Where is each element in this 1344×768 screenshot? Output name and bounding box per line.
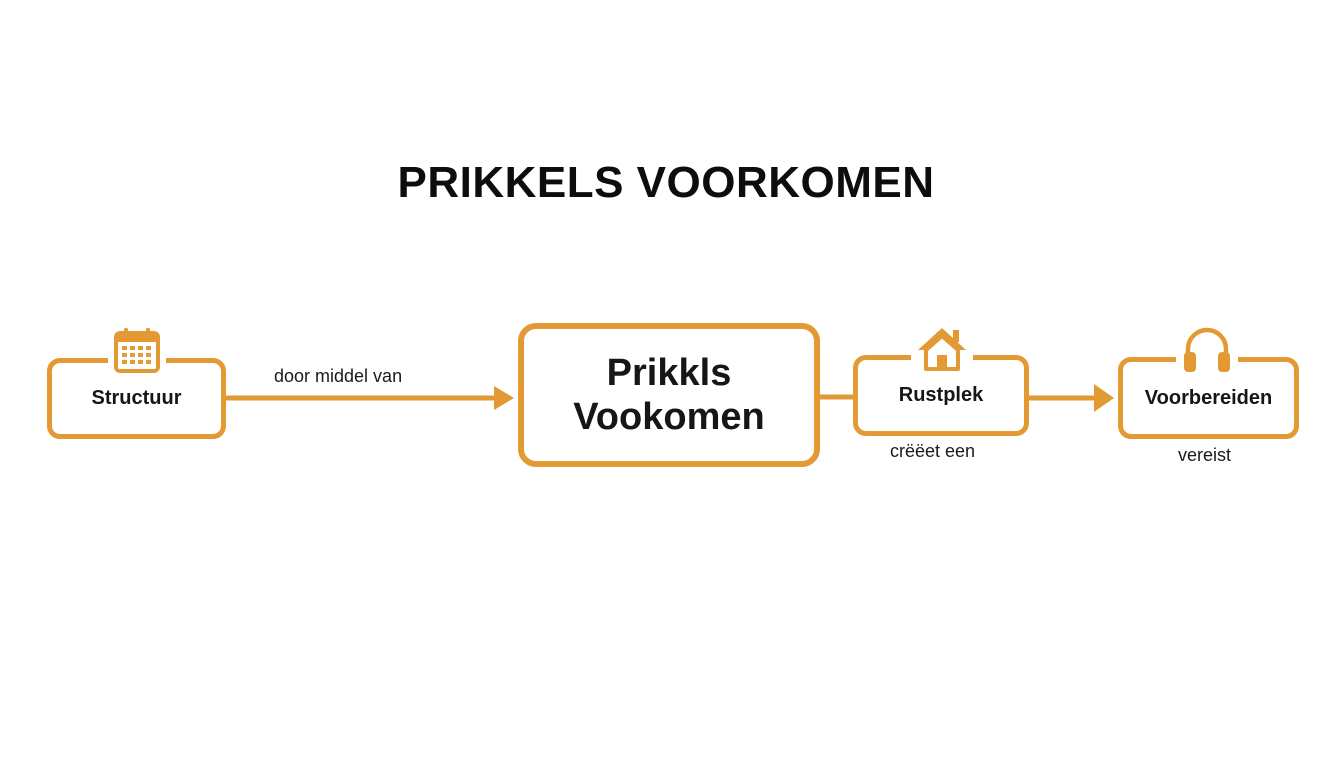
node-center-line1: Prikkls: [606, 351, 732, 394]
headphones-icon: [1176, 324, 1238, 379]
arrowhead-structuur-to-center: [494, 386, 514, 410]
house-icon: [911, 325, 973, 376]
node-rustplek-label: Rustplek: [898, 384, 984, 406]
node-center-line2: Vookomen: [573, 396, 765, 438]
edge-label-door-middel-van: door middel van: [274, 366, 403, 386]
caption-voorbereiden: vereist: [1178, 445, 1232, 465]
node-voorbereiden-label: Voorbereiden: [1144, 386, 1273, 409]
node-rustplek: Rustplek: [853, 355, 1029, 436]
node-center: Prikkls Vookomen: [518, 323, 820, 467]
caption-rustplek: crëëet een: [890, 441, 976, 461]
node-structuur-label: Structuur: [91, 387, 182, 409]
page-title: PRIKKELS VOORKOMEN: [397, 158, 935, 207]
calendar-icon: [108, 327, 166, 380]
arrowhead-rustplek-to-voorbereiden: [1094, 384, 1114, 412]
